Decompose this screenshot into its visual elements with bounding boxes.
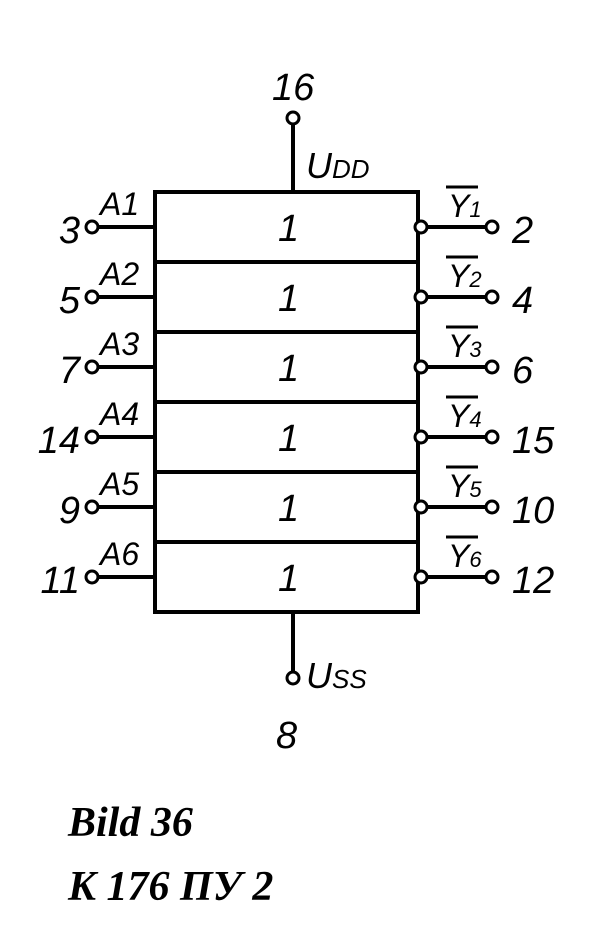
inversion-bubble — [413, 359, 429, 375]
output-pin-terminal — [484, 429, 500, 445]
input-pin-number: 14 — [38, 420, 80, 462]
output-label: Y2 — [448, 258, 482, 294]
chip-body: 16 UDD USS 8 — [153, 67, 420, 757]
inverter-gate: 1 A3 7 Y3 6 — [59, 325, 534, 392]
vss-label: USS — [306, 655, 367, 696]
input-label: A1 — [98, 186, 139, 222]
input-label: A2 — [98, 256, 139, 292]
inverter-gate: 1 A4 14 Y4 15 — [38, 395, 555, 462]
output-label: Y5 — [448, 468, 482, 504]
output-pin-number: 10 — [512, 490, 554, 532]
input-pin-terminal — [84, 499, 100, 515]
gate-symbol: 1 — [278, 558, 299, 600]
input-pin-terminal — [84, 219, 100, 235]
inverter-gate: 1 A1 3 Y1 2 — [59, 185, 533, 252]
gate-symbol: 1 — [278, 488, 299, 530]
output-label: Y4 — [448, 398, 482, 434]
output-pin-number: 6 — [512, 350, 534, 392]
inverter-gate: 1 A5 9 Y5 10 — [59, 465, 554, 532]
vdd-pin-number: 16 — [272, 67, 315, 109]
inversion-bubble — [413, 569, 429, 585]
vdd-label: UDD — [306, 145, 370, 186]
inversion-bubble — [413, 499, 429, 515]
input-pin-terminal — [84, 359, 100, 375]
vss-pin-terminal — [285, 670, 301, 686]
gate-symbol: 1 — [278, 418, 299, 460]
input-pin-terminal — [84, 569, 100, 585]
output-pin-number: 12 — [512, 560, 554, 602]
inversion-bubble — [413, 289, 429, 305]
output-label: Y3 — [448, 328, 482, 364]
output-label: Y1 — [448, 188, 482, 224]
output-pin-terminal — [484, 499, 500, 515]
input-label: A4 — [98, 396, 139, 432]
caption-part-number: K 176 ПУ 2 — [67, 864, 273, 910]
gate-symbol: 1 — [278, 278, 299, 320]
input-label: A3 — [98, 326, 139, 362]
input-pin-number: 11 — [41, 560, 80, 602]
inversion-bubble — [413, 429, 429, 445]
gate-symbol: 1 — [278, 208, 299, 250]
output-pin-terminal — [484, 569, 500, 585]
output-pin-terminal — [484, 359, 500, 375]
input-label: A5 — [98, 466, 139, 502]
caption-figure: Bild 36 — [67, 800, 193, 846]
output-label: Y6 — [448, 538, 482, 574]
output-pin-terminal — [484, 219, 500, 235]
output-pin-number: 15 — [512, 420, 555, 462]
inverter-gate: 1 A6 11 Y6 12 — [41, 535, 554, 602]
input-pin-number: 3 — [59, 210, 80, 252]
input-pin-number: 5 — [59, 280, 81, 322]
output-pin-terminal — [484, 289, 500, 305]
gate-symbol: 1 — [278, 348, 299, 390]
inverter-gate: 1 A2 5 Y2 4 — [59, 255, 533, 322]
vdd-pin-terminal — [285, 110, 301, 126]
vss-pin-number: 8 — [276, 715, 297, 757]
input-pin-terminal — [84, 289, 100, 305]
input-pin-number: 7 — [59, 350, 82, 392]
input-label: A6 — [98, 536, 139, 572]
output-pin-number: 2 — [511, 210, 533, 252]
inversion-bubble — [413, 219, 429, 235]
input-pin-terminal — [84, 429, 100, 445]
output-pin-number: 4 — [512, 280, 533, 322]
input-pin-number: 9 — [59, 490, 80, 532]
